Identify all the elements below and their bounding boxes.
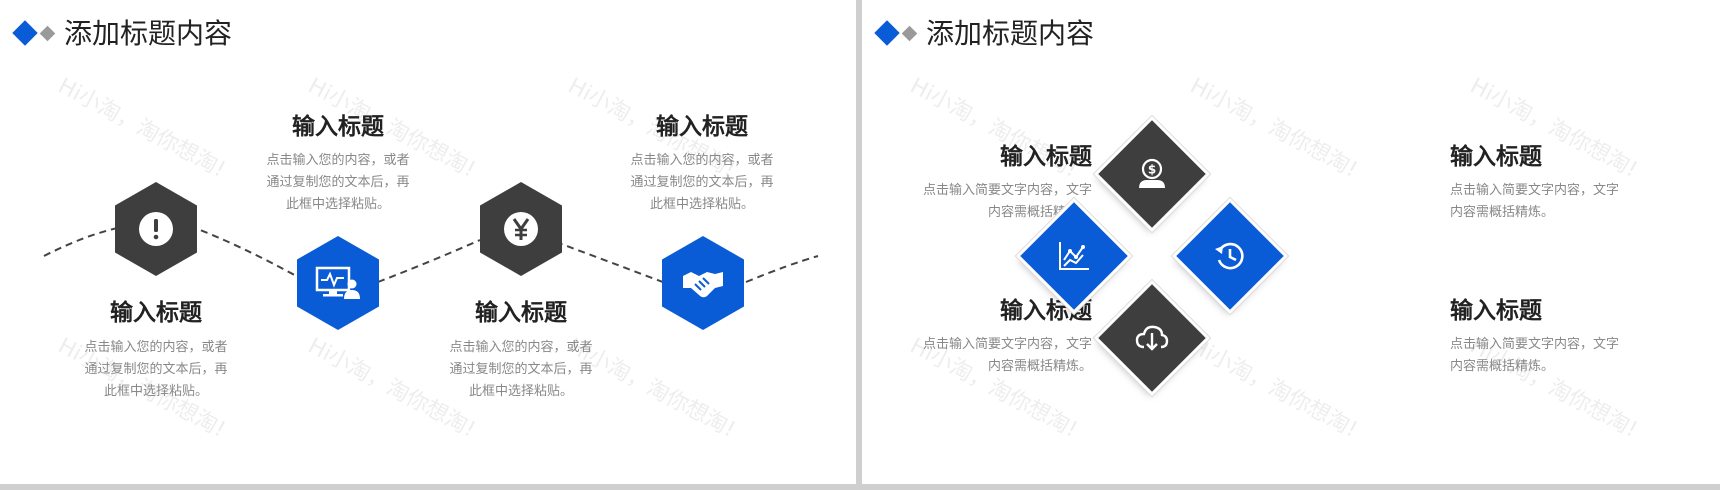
hex-icon-4 [662,236,744,330]
diamond-right [1176,202,1284,310]
slide-title: 添加标题内容 [926,17,1095,50]
svg-text:$: $ [1148,163,1156,177]
item-desc-r4: 点击输入简要文字内容，文字 内容需概括精炼。 [1450,334,1720,378]
watermark: Hi小淘，淘你想淘! [1185,333,1362,443]
item-title-3: 输入标题 [475,300,567,326]
desc-line: 此框中选择粘贴。 [649,197,754,212]
history-icon [1215,242,1244,270]
desc-line: 此框中选择粘贴。 [103,384,208,399]
money-person-icon: $ [1139,158,1165,188]
exclamation-icon [139,212,173,246]
handshake-icon [683,272,723,298]
slide-left: Hi小淘，淘你想淘! Hi小淘，淘你想淘! Hi小淘，淘你想淘! Hi小淘，淘你… [0,0,856,484]
item-title-r1: 输入标题 [1000,144,1092,170]
desc-line: 内容需概括精炼。 [1450,359,1555,374]
desc-line: 点击输入简要文字内容，文字 [922,337,1092,352]
item-desc-2: 点击输入您的内容，或者 通过复制您的文本后，再 此框中选择粘贴。 [228,150,448,216]
desc-line: 点击输入您的内容，或者 [266,153,410,168]
desc-line: 通过复制您的文本后，再 [630,175,774,190]
slide-right: Hi小淘，淘你想淘! Hi小淘，淘你想淘! Hi小淘，淘你想淘! Hi小淘，淘你… [862,0,1720,484]
watermark: Hi小淘，淘你想淘! [1185,73,1362,183]
item-title-2: 输入标题 [292,114,384,140]
item-title-r4: 输入标题 [1450,298,1542,324]
yen-icon [504,212,538,246]
diamond-bottom [1098,284,1206,392]
diamond-top: $ [1098,120,1206,228]
slide-title: 添加标题内容 [64,17,233,50]
desc-line: 内容需概括精炼。 [1450,205,1555,220]
desc-line: 点击输入您的内容，或者 [449,340,593,355]
desc-line: 点击输入您的内容，或者 [84,340,228,355]
download-cloud-icon [1135,325,1169,351]
desc-line: 通过复制您的文本后，再 [449,362,593,377]
desc-line: 点击输入您的内容，或者 [630,153,774,168]
item-desc-3: 点击输入您的内容，或者 通过复制您的文本后，再 此框中选择粘贴。 [411,337,631,403]
chart-icon [1059,242,1089,270]
diamond-left [1020,202,1128,310]
desc-line: 通过复制您的文本后，再 [84,362,228,377]
item-title-1: 输入标题 [110,300,202,326]
item-desc-r2: 点击输入简要文字内容，文字 内容需概括精炼。 [862,334,1092,378]
desc-line: 点击输入简要文字内容，文字 [1450,183,1620,198]
desc-line: 通过复制您的文本后，再 [266,175,410,190]
item-title-r2: 输入标题 [1000,298,1092,324]
desc-line: 点击输入简要文字内容，文字 [1450,337,1620,352]
desc-line: 内容需概括精炼。 [987,359,1092,374]
desc-line: 点击输入简要文字内容，文字 [922,183,1092,198]
header-diamond-blue [874,20,900,46]
item-desc-4: 点击输入您的内容，或者 通过复制您的文本后，再 此框中选择粘贴。 [592,150,812,216]
desc-line: 此框中选择粘贴。 [285,197,390,212]
item-title-r3: 输入标题 [1450,144,1542,170]
desc-line: 此框中选择粘贴。 [468,384,573,399]
item-title-4: 输入标题 [656,114,748,140]
item-desc-1: 点击输入您的内容，或者 通过复制您的文本后，再 此框中选择粘贴。 [46,337,266,403]
item-desc-r3: 点击输入简要文字内容，文字 内容需概括精炼。 [1450,180,1720,224]
monitor-user-icon [315,266,360,299]
header-diamond-gray [901,25,918,42]
dashed-connector [43,224,819,285]
